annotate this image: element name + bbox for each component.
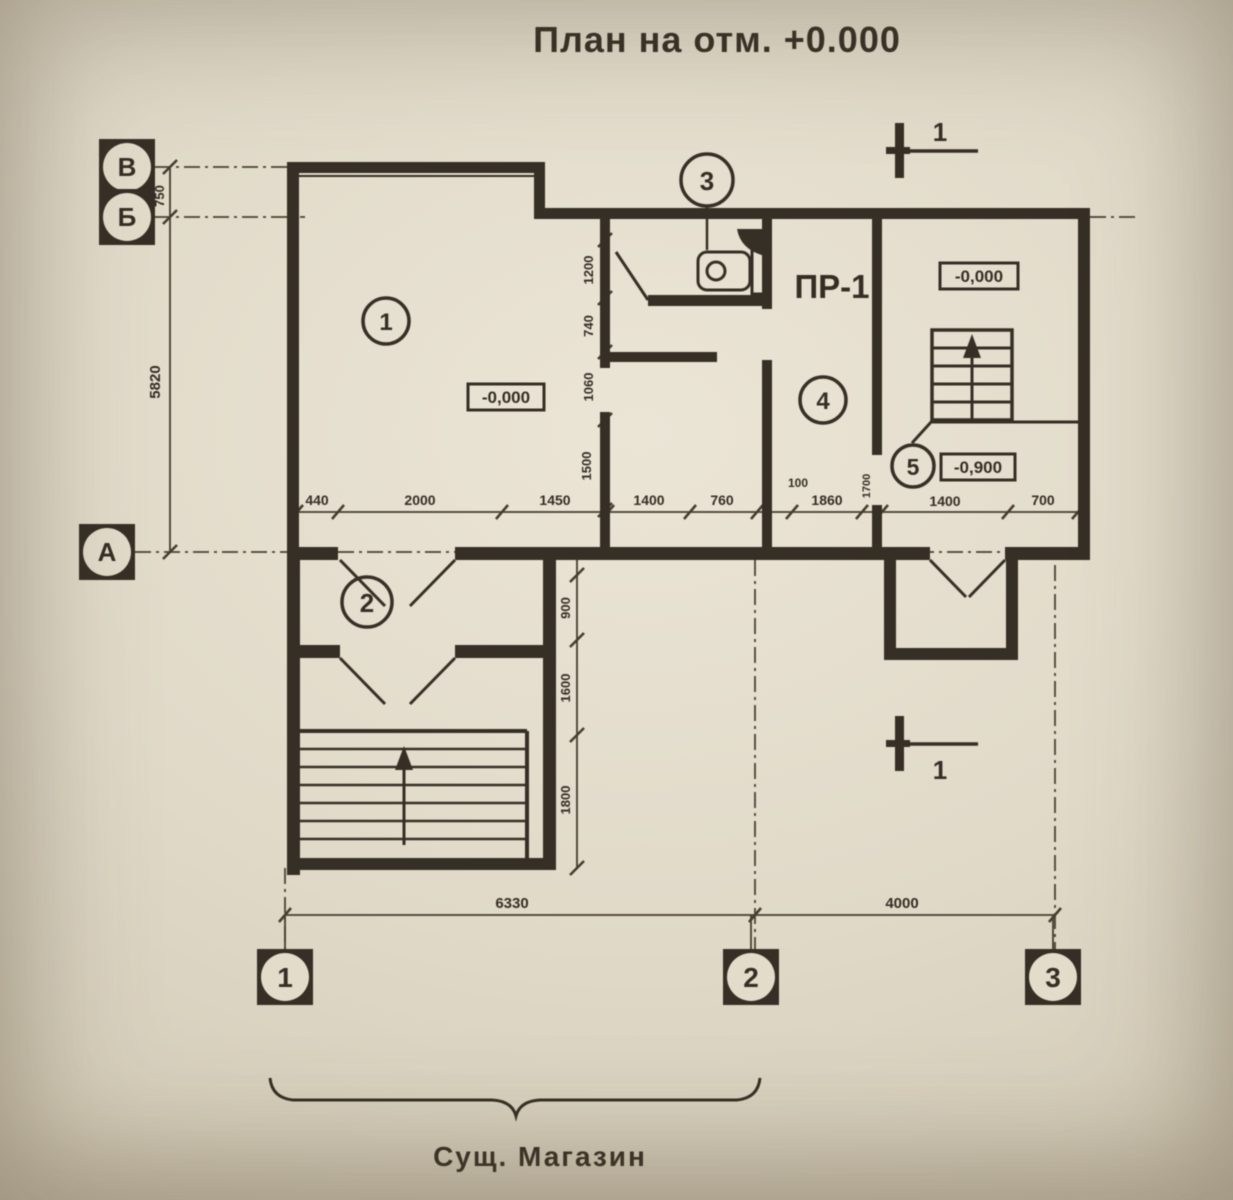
dim-mid-4: 1400 bbox=[633, 492, 664, 508]
axis-letter-v: В bbox=[118, 152, 137, 182]
dim-mid-3: 1450 bbox=[539, 492, 570, 508]
caption-label: Сущ. Магазин bbox=[433, 1141, 647, 1172]
room5-circle bbox=[890, 443, 936, 489]
wall-porch-bottom bbox=[884, 648, 1018, 660]
wall-right-lower bbox=[543, 560, 556, 870]
door-leaf-porch-r bbox=[967, 558, 1007, 599]
dim-left-750: 750 bbox=[152, 185, 167, 207]
axis-marker-v: В bbox=[99, 139, 155, 195]
wall-mid-horizontal bbox=[610, 352, 717, 362]
axis-letter-a: А bbox=[98, 537, 117, 567]
axis-number-3: 3 bbox=[1045, 962, 1061, 993]
wall-room5-left-lower bbox=[872, 505, 882, 547]
door-leaf-wc bbox=[614, 251, 650, 301]
dim-left-5820: 5820 bbox=[147, 365, 164, 398]
interior-stair bbox=[910, 328, 1078, 445]
door-leaves bbox=[338, 251, 1007, 706]
axis-marker-3: 3 bbox=[1025, 949, 1081, 1005]
room4-circle bbox=[798, 375, 848, 425]
caption-brace bbox=[268, 1077, 762, 1122]
wall-top-step bbox=[534, 162, 545, 219]
dim-center-2: 740 bbox=[581, 315, 596, 337]
dimension-texts: 440 2000 1450 1400 760 100 1860 1700 140… bbox=[147, 185, 1055, 912]
dim-mid-10: 700 bbox=[1031, 492, 1055, 508]
wall-porch-right bbox=[1006, 560, 1018, 660]
dim-stair-2: 1600 bbox=[558, 674, 573, 703]
elevation-right-top: -0,000 bbox=[955, 267, 1003, 286]
axis-letter-b: Б bbox=[118, 202, 137, 232]
door-leaf-vestibule-up-r bbox=[408, 558, 457, 608]
room5-number: 5 bbox=[907, 454, 920, 480]
dim-mid-7: 1860 bbox=[811, 492, 842, 508]
dim-ticks-left bbox=[162, 159, 178, 560]
dim-center-4: 1500 bbox=[579, 452, 594, 481]
wall-interior-main-upper bbox=[600, 219, 610, 368]
elevation-marks: -0,000 -0,000 -0,900 bbox=[466, 261, 1020, 482]
wall-pr1-left-lower bbox=[762, 360, 772, 547]
dim-ticks-stair bbox=[569, 567, 585, 876]
axis-marker-a: А bbox=[79, 524, 135, 580]
wall-interior-main-lower bbox=[600, 412, 610, 547]
wall-right-upper bbox=[1078, 208, 1090, 560]
door-leaf-vestibule-up-l bbox=[338, 558, 387, 608]
wall-porch-left bbox=[884, 560, 896, 660]
wall-top-left bbox=[287, 162, 545, 173]
room2-circle bbox=[340, 575, 394, 629]
wall-vestibule-bottom-left bbox=[300, 645, 340, 658]
dim-stair-3: 1800 bbox=[558, 786, 573, 815]
dim-bottom-6330: 6330 bbox=[495, 895, 528, 912]
room-markers: 1 2 3 4 5 bbox=[340, 152, 936, 629]
dim-center-3: 1060 bbox=[581, 373, 596, 402]
room4-number: 4 bbox=[816, 388, 830, 415]
room3-number: 3 bbox=[700, 166, 714, 196]
section-label-top: 1 bbox=[933, 117, 947, 147]
dim-mid-2: 2000 bbox=[404, 492, 435, 508]
wall-left-lower bbox=[287, 560, 300, 875]
wall-bottom-seg2 bbox=[455, 547, 930, 560]
drawing-title: План на отм. +0.000 bbox=[533, 19, 901, 60]
dim-stair-1: 900 bbox=[558, 597, 573, 619]
axis-markers: В Б А 1 2 3 bbox=[79, 139, 1081, 1005]
wall-room5-left-upper bbox=[872, 219, 882, 455]
dim-center-1: 1200 bbox=[581, 256, 596, 285]
dim-bottom-4000: 4000 bbox=[885, 895, 918, 912]
walls bbox=[287, 162, 1090, 875]
section-label-mid: 1 bbox=[933, 755, 947, 785]
dim-mid-1: 440 bbox=[305, 492, 329, 508]
room3-circle bbox=[679, 152, 735, 208]
wall-left-upper bbox=[287, 162, 299, 560]
axis-number-1: 1 bbox=[277, 962, 293, 993]
room1-circle bbox=[361, 296, 411, 346]
wall-stair-bottom bbox=[287, 858, 556, 870]
axis-marker-2: 2 bbox=[723, 949, 779, 1005]
wall-bottom-seg3 bbox=[1005, 547, 1090, 560]
door-leaf-vestibule-dn-r bbox=[408, 656, 457, 706]
axis-marker-1: 1 bbox=[257, 949, 313, 1005]
stair2-up-arrow bbox=[963, 334, 981, 358]
dim-mid-5: 760 bbox=[710, 492, 734, 508]
wall-bottom-seg1 bbox=[287, 547, 338, 560]
dim-mid-8: 1700 bbox=[861, 474, 873, 498]
door-leaf-vestibule-dn-l bbox=[338, 656, 387, 706]
door-leaf-porch-l bbox=[928, 558, 968, 599]
pr1-label: ПР-1 bbox=[794, 268, 869, 305]
room1-number: 1 bbox=[379, 309, 392, 336]
dim-mid-9: 1400 bbox=[929, 493, 960, 509]
axis-marker-b: Б bbox=[99, 189, 155, 245]
axis-number-2: 2 bbox=[743, 962, 759, 993]
stair-up-arrow bbox=[395, 746, 413, 770]
corner-sink-icon bbox=[737, 229, 770, 257]
wall-top-right bbox=[534, 208, 1090, 219]
dim-mid-6: 100 bbox=[788, 476, 808, 490]
wall-wc-bottom bbox=[648, 295, 770, 306]
section-mark-top bbox=[886, 123, 978, 178]
wall-vestibule-bottom-right bbox=[455, 645, 543, 658]
section-mark-mid bbox=[886, 716, 978, 771]
construction-lines bbox=[268, 123, 1078, 1122]
exterior-stair bbox=[300, 729, 529, 858]
room2-number: 2 bbox=[360, 588, 374, 618]
elevation-room1: -0,000 bbox=[482, 388, 530, 407]
elevation-stair-lower: -0,900 bbox=[954, 458, 1002, 477]
